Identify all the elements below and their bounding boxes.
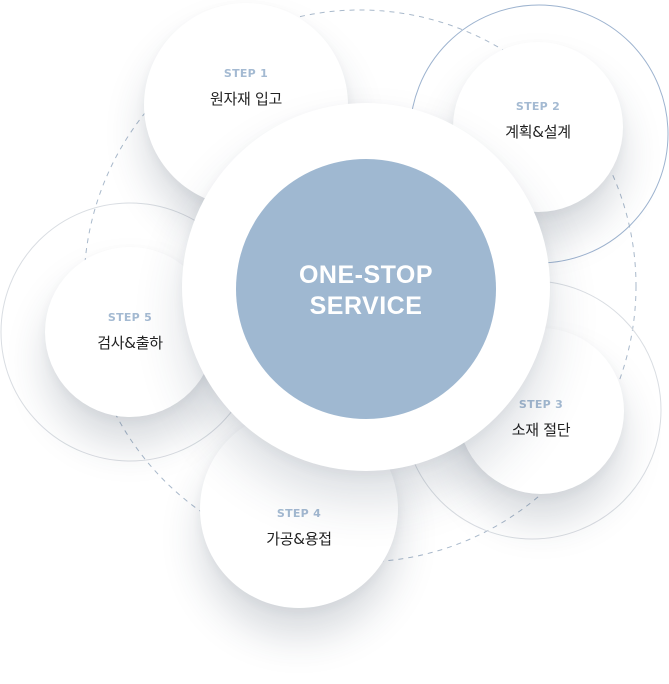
center-title-line-1: ONE-STOP: [236, 260, 496, 291]
step-1-label: STEP 1: [144, 67, 348, 81]
center-outer-circle: ONE-STOP SERVICE: [182, 103, 550, 471]
step-2-title: 계획&설계: [453, 123, 623, 141]
center-title: ONE-STOP SERVICE: [236, 260, 496, 322]
step-4-title: 가공&용접: [200, 530, 398, 548]
step-4-label: STEP 4: [200, 507, 398, 521]
step-1-title: 원자재 입고: [144, 90, 348, 108]
center-title-line-2: SERVICE: [236, 291, 496, 322]
step-2-label: STEP 2: [453, 100, 623, 114]
center-core-circle: ONE-STOP SERVICE: [236, 159, 496, 419]
